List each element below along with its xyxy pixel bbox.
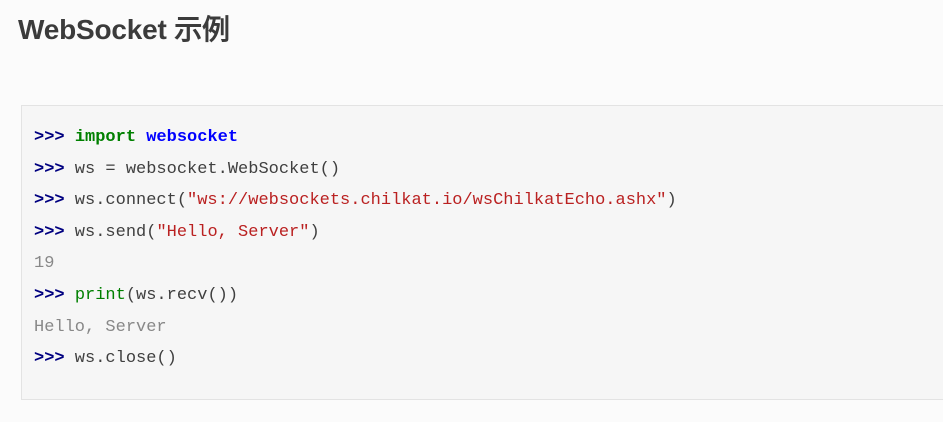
code-token-prompt: >>>	[34, 128, 65, 147]
code-input-line: >>> print(ws.recv())	[34, 280, 943, 312]
code-block: >>> import websocket>>> ws = websocket.W…	[21, 105, 943, 400]
code-output-line: 19	[34, 248, 943, 280]
code-token-output: 19	[34, 254, 55, 274]
code-console-output[interactable]: >>> import websocket>>> ws = websocket.W…	[22, 106, 943, 375]
code-token-prompt: >>>	[34, 191, 65, 211]
code-input-line: >>> import websocket	[34, 122, 943, 154]
code-token-plain: ws = websocket.WebSocket()	[64, 159, 341, 179]
code-token-prompt: >>>	[34, 159, 65, 179]
code-token-plain: ws.send(	[64, 222, 157, 242]
code-token-module: websocket	[146, 128, 239, 147]
code-token-output: Hello, Server	[34, 317, 167, 337]
code-token-plain: ws.close()	[64, 349, 177, 369]
code-token-keyword: import	[74, 128, 137, 147]
code-token-plain: (ws.recv())	[125, 285, 239, 305]
code-token-string: "ws://websockets.chilkat.io/wsChilkatEch…	[187, 191, 667, 211]
code-token-prompt: >>>	[34, 285, 65, 305]
code-token-plain	[136, 128, 146, 147]
code-token-plain: )	[309, 222, 320, 242]
code-input-line: >>> ws.send("Hello, Server")	[34, 217, 943, 249]
code-output-line: Hello, Server	[34, 312, 943, 344]
code-token-plain: )	[666, 191, 677, 211]
page-title: WebSocket 示例	[18, 14, 230, 45]
code-lines-container: >>> import websocket>>> ws = websocket.W…	[34, 122, 943, 375]
code-input-line: >>> ws = websocket.WebSocket()	[34, 154, 943, 186]
code-input-line: >>> ws.connect("ws://websockets.chilkat.…	[34, 185, 943, 217]
code-token-plain: ws.connect(	[64, 191, 188, 211]
code-token-prompt: >>>	[34, 349, 65, 369]
code-token-string: "Hello, Server"	[156, 222, 310, 242]
code-token-plain	[65, 286, 75, 305]
code-input-line: >>> ws.close()	[34, 343, 943, 375]
code-token-prompt: >>>	[34, 222, 65, 242]
code-token-builtin: print	[74, 285, 126, 305]
code-token-plain	[65, 128, 75, 147]
